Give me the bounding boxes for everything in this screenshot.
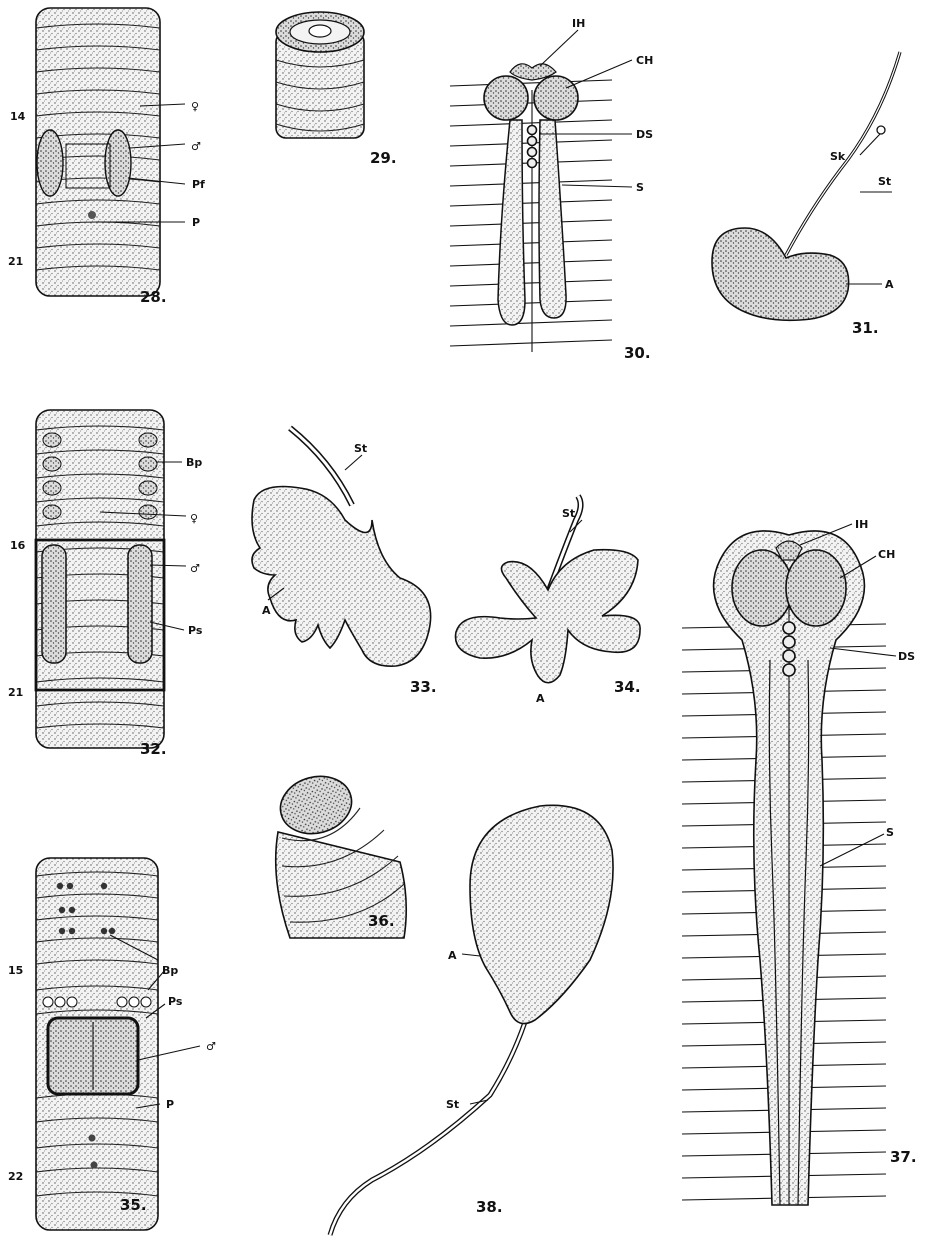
fig35-segment-22: 22: [8, 1170, 23, 1183]
fig28-label-male: ♂: [191, 140, 201, 153]
figure-29: 29.: [276, 12, 397, 167]
fig37-label-ih: IH: [855, 518, 868, 531]
fig32-label-male: ♂: [190, 562, 200, 575]
fig29-number: 29.: [370, 149, 397, 167]
fig32-segment-16: 16: [10, 539, 26, 552]
fig28-label-p: P: [192, 216, 200, 229]
figure-30: IH CH DS S 30.: [450, 17, 653, 362]
figure-36: 36.: [274, 769, 406, 938]
fig32-male-ridge-left: [42, 545, 66, 663]
fig32-number: 32.: [140, 740, 167, 758]
figure-34: St A 34.: [456, 496, 641, 705]
fig33-label-st: St: [354, 442, 367, 455]
fig31-sk-knob: [877, 126, 885, 134]
fig37-label-ch: CH: [878, 548, 895, 561]
fig28-number: 28.: [140, 288, 167, 306]
fig33-number: 33.: [410, 678, 437, 696]
fig29-prostomium: [309, 25, 331, 37]
fig38-label-st: St: [446, 1098, 459, 1111]
figure-28: ♀ ♂ Pf P 14 21 28.: [8, 8, 205, 306]
fig28-male-pore-field-right: [105, 130, 131, 196]
fig37-label-s: S: [886, 826, 894, 839]
fig37-number: 37.: [890, 1148, 917, 1166]
fig31-label-sk: Sk: [830, 150, 846, 163]
fig28-segment-21: 21: [8, 255, 23, 268]
figure-32: Bp ♀ ♂ Ps 16 21 32.: [8, 410, 203, 758]
fig32-male-ridge-right: [128, 545, 152, 663]
fig34-label-a: A: [536, 692, 545, 705]
fig35-number: 35.: [120, 1196, 147, 1214]
fig30-label-ds: DS: [636, 128, 653, 141]
fig36-prostomium: [274, 769, 358, 842]
fig36-number: 36.: [368, 912, 395, 930]
fig28-papilla: [88, 211, 96, 219]
fig28-male-pore-field-left: [37, 130, 63, 196]
fig31-label-a: A: [885, 278, 894, 291]
fig32-label-female: ♀: [190, 512, 198, 525]
fig30-label-ih: IH: [572, 17, 585, 30]
fig34-label-st: St: [562, 507, 575, 520]
fig31-ampulla: [712, 228, 849, 320]
fig33-label-a: A: [262, 604, 271, 617]
fig37-crop-right: [786, 550, 846, 626]
fig34-ampulla: [456, 550, 641, 683]
fig30-number: 30.: [624, 344, 651, 362]
fig37-label-ds: DS: [898, 650, 915, 663]
fig38-label-a: A: [448, 949, 457, 962]
fig30-label-ch: CH: [636, 54, 653, 67]
figure-31: Sk St A 31.: [712, 52, 900, 337]
fig31-label-st: St: [878, 175, 891, 188]
fig30-septa: [450, 80, 612, 346]
fig38-number: 38.: [476, 1198, 503, 1216]
fig30-crop-right: [534, 76, 578, 120]
fig35-segment-15: 15: [8, 964, 23, 977]
fig35-label-male: ♂: [206, 1040, 216, 1053]
fig30-seminal-vesicle-right: [539, 120, 566, 318]
fig28-label-pf: Pf: [192, 178, 205, 191]
figure-37: IH CH DS S 37.: [682, 518, 917, 1205]
fig37-crop-left: [732, 550, 792, 626]
figure-33: St A 33.: [252, 428, 437, 696]
fig30-crop-left: [484, 76, 528, 120]
fig35-label-p: P: [166, 1098, 174, 1111]
fig30-seminal-vesicle-left: [498, 120, 525, 325]
fig35-label-bp: Bp: [162, 964, 178, 977]
fig32-label-ps: Ps: [188, 624, 203, 637]
fig34-number: 34.: [614, 678, 641, 696]
fig28-segment-14: 14: [10, 110, 26, 123]
fig33-ampulla: [252, 487, 431, 667]
fig35-label-ps: Ps: [168, 995, 183, 1008]
fig30-label-s: S: [636, 181, 644, 194]
fig28-label-female: ♀: [191, 100, 199, 113]
figure-35: Bp Ps ♂ P 15 22 35.: [8, 858, 216, 1230]
fig32-label-bp: Bp: [186, 456, 202, 469]
fig32-segment-21: 21: [8, 686, 23, 699]
fig31-number: 31.: [852, 319, 879, 337]
fig38-ampulla: [470, 805, 613, 1023]
